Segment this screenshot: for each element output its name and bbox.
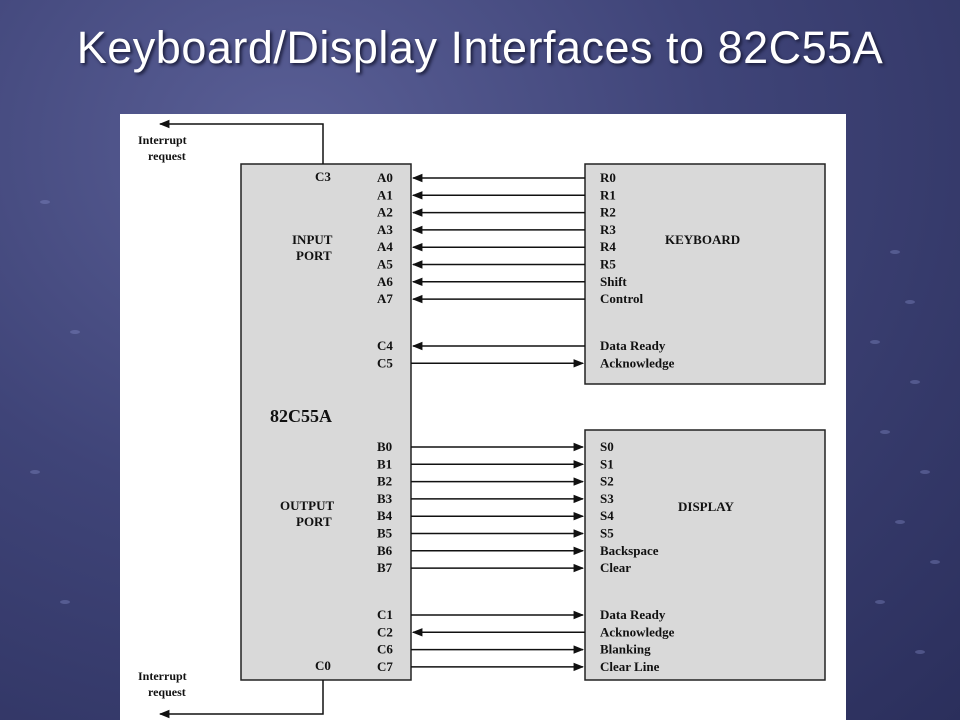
- background-dot: [70, 330, 80, 334]
- signal-label-c7: Clear Line: [600, 659, 660, 674]
- background-dot: [895, 520, 905, 524]
- signal-label-b2: S2: [600, 474, 614, 489]
- pin-label-c7: C7: [377, 659, 393, 674]
- signal-label-b3: S3: [600, 491, 614, 506]
- chip-82c55a-block: [240, 163, 412, 681]
- signal-label-a1: R1: [600, 187, 616, 202]
- signal-label-c1: Data Ready: [600, 607, 666, 622]
- signal-label-a4: R4: [600, 239, 616, 254]
- background-dot: [30, 470, 40, 474]
- pin-label-c1: C1: [377, 607, 393, 622]
- pin-label-b7: B7: [377, 560, 393, 575]
- port-c-top-label: C3: [315, 169, 331, 184]
- signal-label-a7: Control: [600, 291, 643, 306]
- pin-label-b1: B1: [377, 456, 392, 471]
- signal-label-a6: Shift: [600, 274, 627, 289]
- output-port-label-1: OUTPUT: [280, 498, 335, 513]
- interrupt-bottom-line: [158, 680, 324, 719]
- background-dot: [905, 300, 915, 304]
- pin-label-a4: A4: [377, 239, 393, 254]
- interrupt-top-label-2: request: [148, 149, 186, 163]
- background-dot: [910, 380, 920, 384]
- interrupt-bottom-label-1: Interrupt: [138, 669, 187, 683]
- signal-label-b6: Backspace: [600, 543, 659, 558]
- signal-label-a3: R3: [600, 222, 616, 237]
- pin-label-a6: A6: [377, 274, 393, 289]
- pin-label-c4: C4: [377, 338, 393, 353]
- keyboard-block: [584, 163, 826, 385]
- pin-label-a2: A2: [377, 205, 393, 220]
- signal-label-b5: S5: [600, 526, 614, 541]
- pin-label-b2: B2: [377, 474, 392, 489]
- signal-label-a2: R2: [600, 205, 616, 220]
- signal-label-a0: R0: [600, 170, 616, 185]
- background-dot: [920, 470, 930, 474]
- input-port-label-2: PORT: [296, 248, 332, 263]
- signal-label-b1: S1: [600, 456, 614, 471]
- signal-label-a5: R5: [600, 257, 616, 272]
- input-port-label-1: INPUT: [292, 232, 333, 247]
- output-port-label-2: PORT: [296, 514, 332, 529]
- background-dot: [40, 200, 50, 204]
- pin-label-c2: C2: [377, 624, 393, 639]
- interrupt-bottom-label-2: request: [148, 685, 186, 699]
- pin-label-a1: A1: [377, 187, 393, 202]
- pin-label-b0: B0: [377, 439, 392, 454]
- pin-label-b5: B5: [377, 526, 393, 541]
- pin-label-a7: A7: [377, 291, 393, 306]
- signal-label-c6: Blanking: [600, 642, 651, 657]
- interrupt-top-line: [158, 119, 324, 164]
- display-block: [584, 429, 826, 681]
- diagram-canvas: Interrupt request Interrupt request C3 C…: [138, 119, 826, 719]
- signal-label-b7: Clear: [600, 560, 631, 575]
- background-dot: [875, 600, 885, 604]
- pin-label-b4: B4: [377, 508, 393, 523]
- interface-diagram: Interrupt request Interrupt request C3 C…: [120, 114, 846, 720]
- pin-label-c5: C5: [377, 355, 393, 370]
- pin-label-a5: A5: [377, 257, 393, 272]
- keyboard-name-label: KEYBOARD: [665, 232, 740, 247]
- signal-label-b4: S4: [600, 508, 614, 523]
- signal-label-b0: S0: [600, 439, 614, 454]
- signal-label-c4: Data Ready: [600, 338, 666, 353]
- chip-name-label: 82C55A: [270, 406, 332, 426]
- background-dot: [870, 340, 880, 344]
- display-name-label: DISPLAY: [678, 499, 734, 514]
- background-dot: [915, 650, 925, 654]
- background-dot: [930, 560, 940, 564]
- pin-label-a3: A3: [377, 222, 393, 237]
- pin-label-c6: C6: [377, 642, 393, 657]
- background-dot: [60, 600, 70, 604]
- background-dot: [880, 430, 890, 434]
- pin-label-b3: B3: [377, 491, 393, 506]
- slide-title: Keyboard/Display Interfaces to 82C55A: [76, 22, 884, 73]
- interrupt-top-label-1: Interrupt: [138, 133, 187, 147]
- background-dot: [890, 250, 900, 254]
- signal-label-c5: Acknowledge: [600, 355, 675, 370]
- pin-label-b6: B6: [377, 543, 393, 558]
- port-c-bottom-label: C0: [315, 658, 331, 673]
- signal-label-c2: Acknowledge: [600, 624, 675, 639]
- pin-label-a0: A0: [377, 170, 393, 185]
